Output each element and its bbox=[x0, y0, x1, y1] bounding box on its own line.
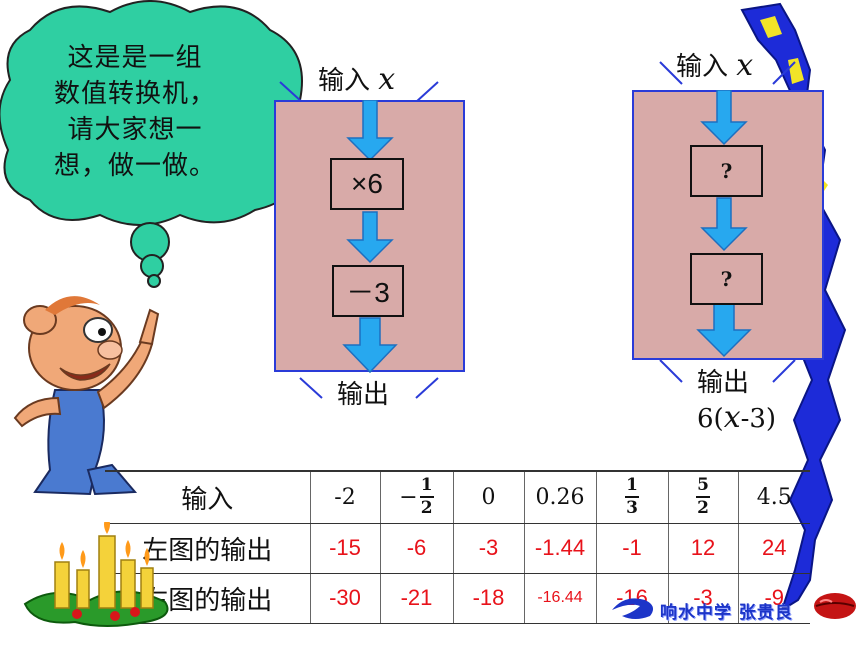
right-op-unknown-2: ? bbox=[690, 253, 763, 305]
input-cell-4: 0.26 bbox=[523, 470, 597, 524]
right-output-cell-5: -16 bbox=[595, 573, 669, 624]
footer-lips-icon bbox=[814, 593, 856, 619]
bubble-line-3: 请大家想一 bbox=[67, 115, 203, 145]
table-row-left-output: 左图的输出 -15 -6 -3 -1.44 -1 12 24 bbox=[105, 523, 810, 574]
footer-swirl-icon bbox=[612, 598, 654, 619]
left-corner-marks bbox=[279, 81, 439, 399]
left-output-cell-6: 12 bbox=[667, 523, 739, 574]
left-output-cell-4: -1.44 bbox=[523, 523, 597, 574]
input-cell-1: -2 bbox=[309, 470, 381, 524]
bubble-line-1: 这是是一组 bbox=[67, 43, 203, 73]
left-output-cell-1: -15 bbox=[309, 523, 381, 574]
footer-school-text: 响水中学 张贵良 bbox=[660, 603, 793, 623]
input-cell-3: 0 bbox=[452, 470, 525, 524]
bubble-text: 这是是一组 数值转换机， 请大家想一 想，做一做。 bbox=[20, 40, 250, 184]
candles-icon bbox=[23, 522, 169, 627]
left-output-label: 输出 bbox=[337, 380, 390, 410]
left-op-subtract: －3 bbox=[332, 265, 404, 317]
right-corner-marks bbox=[659, 61, 796, 383]
bubble-line-4: 想，做一做。 bbox=[53, 151, 216, 181]
right-output-cell-2: -21 bbox=[379, 573, 454, 624]
left-output-cell-7: 24 bbox=[737, 523, 810, 574]
right-input-label: 输入 x bbox=[676, 48, 754, 83]
left-output-cell-2: -6 bbox=[379, 523, 454, 574]
left-output-cell-3: -3 bbox=[452, 523, 525, 574]
left-input-label: 输入 x bbox=[318, 62, 396, 97]
right-output-label: 输出 bbox=[697, 368, 750, 398]
input-cell-7: 4.5 bbox=[737, 470, 810, 524]
left-arrows bbox=[342, 100, 398, 374]
left-op-multiply: ×6 bbox=[330, 158, 404, 210]
right-output-cell-7: -9 bbox=[737, 573, 810, 624]
right-output-cell-1: -30 bbox=[309, 573, 381, 624]
left-input-var: x bbox=[378, 62, 396, 97]
speech-bubble bbox=[0, 0, 308, 288]
right-arrows bbox=[696, 90, 752, 358]
right-output-cell-3: -18 bbox=[452, 573, 525, 624]
left-output-cell-5: -1 bbox=[595, 523, 669, 574]
right-output-expression: 6(x-3) bbox=[697, 400, 777, 435]
row-label-input: 输入 bbox=[105, 470, 311, 524]
right-input-var: x bbox=[736, 48, 754, 83]
bubble-line-2: 数值转换机， bbox=[53, 79, 216, 109]
right-output-cell-4: -16.44 bbox=[523, 573, 597, 624]
right-op-unknown-1: ? bbox=[690, 145, 763, 197]
